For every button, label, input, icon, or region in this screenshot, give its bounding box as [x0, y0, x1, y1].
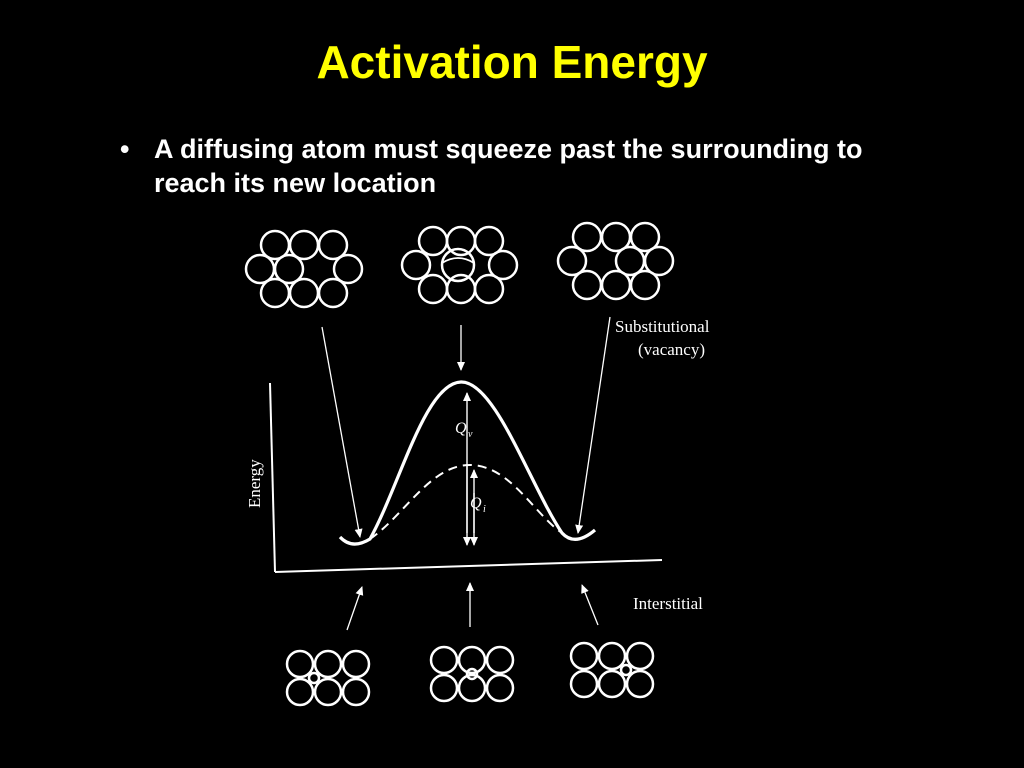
- svg-text:Q: Q: [455, 420, 467, 437]
- interstitial-energy-curve: [369, 463, 563, 540]
- svg-text:Substitutional: Substitutional: [615, 317, 710, 336]
- y-axis-label: Energy: [245, 459, 264, 508]
- slide-title: Activation Energy: [316, 36, 708, 88]
- lattice-bottom-transition: [429, 645, 515, 703]
- lattice-top-initial: [244, 229, 364, 309]
- lattice-top-final: [556, 221, 675, 301]
- svg-text:(vacancy): (vacancy): [638, 340, 705, 359]
- svg-text:i: i: [483, 504, 486, 515]
- bullet-marker: •: [120, 134, 130, 164]
- substitutional-energy-curve: [338, 380, 597, 546]
- bullet-list: • A diffusing atom must squeeze past the…: [118, 132, 878, 200]
- lattice-bottom-initial: [285, 649, 371, 707]
- activation-energy-diagram: Substitutional (vacancy) Energy Intersti…: [244, 221, 710, 707]
- barrier-label-vacancy: Q v: [455, 420, 473, 440]
- arrows-top: [321, 316, 611, 538]
- axes: [269, 382, 663, 573]
- bullet-item: • A diffusing atom must squeeze past the…: [118, 132, 878, 200]
- svg-text:Q: Q: [470, 495, 482, 512]
- barrier-arrows: [463, 392, 478, 546]
- bullet-text: A diffusing atom must squeeze past the s…: [154, 134, 863, 198]
- arrows-bottom: [346, 582, 599, 631]
- interstitial-label: Interstitial: [633, 594, 703, 613]
- svg-text:v: v: [468, 429, 473, 440]
- substitutional-label: Substitutional (vacancy): [615, 317, 710, 359]
- barrier-label-interstitial: Q i: [470, 495, 486, 515]
- lattice-top-transition: [400, 225, 519, 305]
- lattice-bottom-final: [569, 641, 655, 699]
